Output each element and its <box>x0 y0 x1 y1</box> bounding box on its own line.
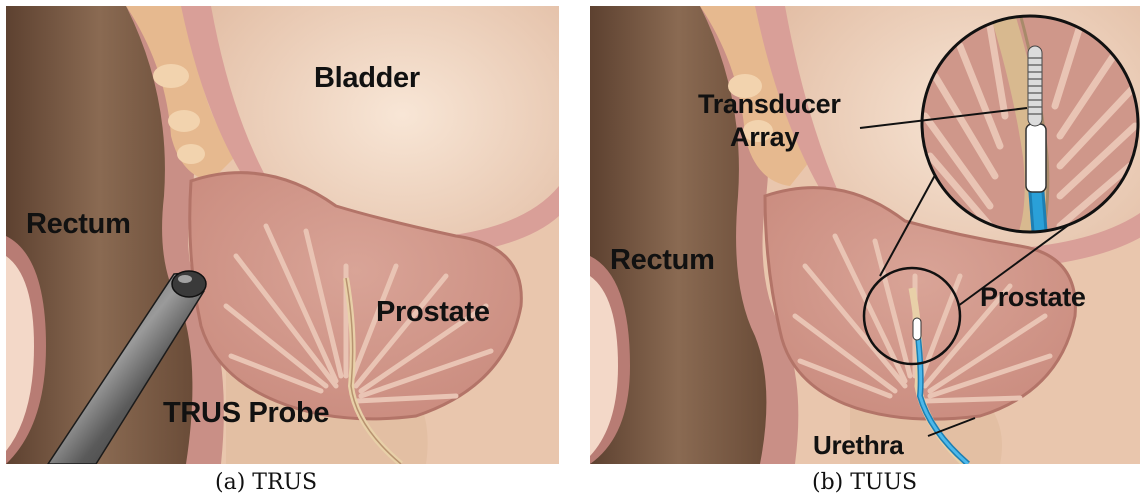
prostate-label: Prostate <box>980 284 1086 311</box>
tuus-illustration-panel: Transducer Array Rectum Prostate Urethra <box>590 6 1140 464</box>
fat-lobe <box>177 144 205 164</box>
urethra-label: Urethra <box>813 432 903 458</box>
bladder-label: Bladder <box>314 64 420 93</box>
trus-probe-label: TRUS Probe <box>163 399 329 428</box>
array-label: Array <box>730 124 799 151</box>
trus-illustration-panel: Bladder Rectum Prostate TRUS Probe <box>6 6 559 464</box>
fat-lobe <box>153 64 189 88</box>
caption-trus: (a) TRUS <box>215 470 317 495</box>
caption-tuus: (b) TUUS <box>812 470 917 495</box>
transducer-tip <box>913 318 921 340</box>
transducer-label: Transducer <box>698 91 841 118</box>
rectum-label: Rectum <box>610 246 715 275</box>
prostate-label: Prostate <box>376 298 490 327</box>
fat-lobe <box>168 110 200 132</box>
rectum-label: Rectum <box>26 210 131 239</box>
transducer-housing <box>1026 124 1046 192</box>
tuus-anatomy-illustration <box>590 6 1140 464</box>
